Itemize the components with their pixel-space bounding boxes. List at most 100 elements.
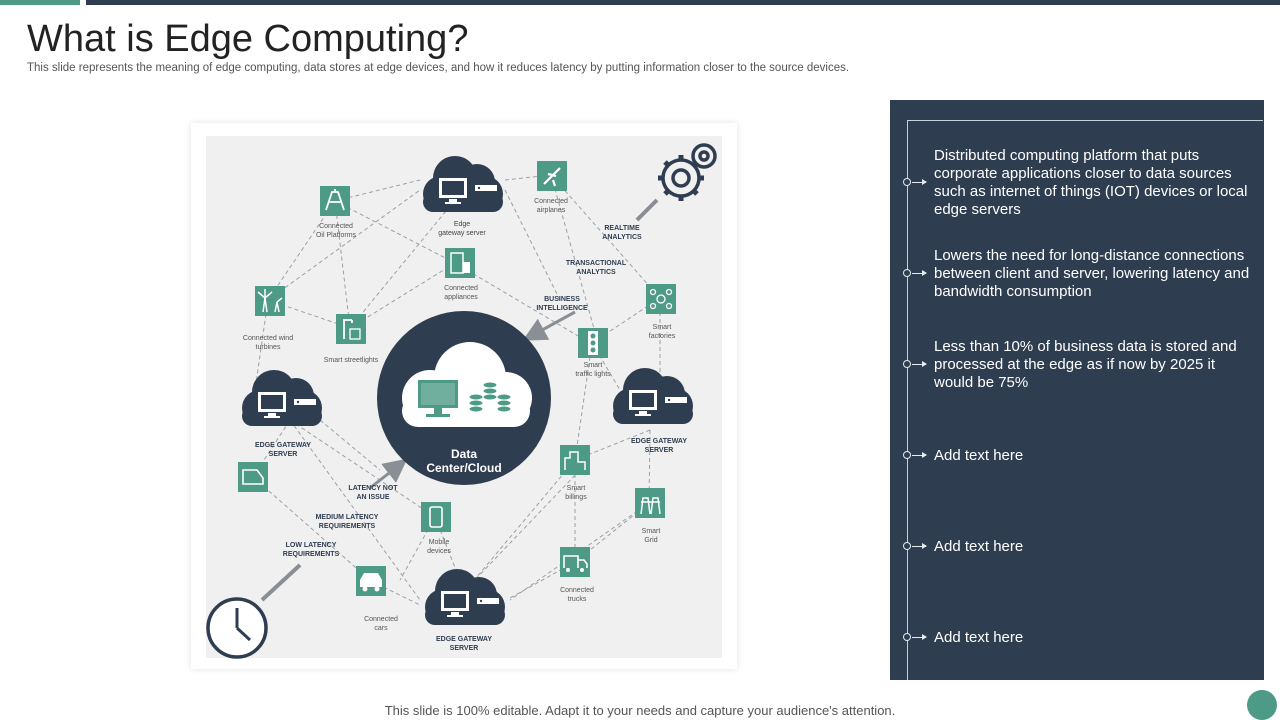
grid-label-2: Grid [644,537,657,544]
mobile-label-2: devices [427,548,451,555]
gear-icon [658,143,717,201]
airplane-icon [543,167,561,187]
mobile-icon [429,506,443,528]
wind-label-1: Connected wind [243,335,293,342]
data-center-label-1: Data [451,447,477,461]
monitor-icon [418,380,458,417]
streetlight-icon [343,319,353,339]
panel-item-6: Add text here [934,629,1024,646]
wind-turbine-tile [255,286,285,316]
arrow-right-icon [912,543,927,549]
building-icon [564,451,586,470]
clock-arrow-line [260,563,302,602]
server-left-label-1: EDGE GATEWAY [255,442,311,449]
train-icon [242,469,264,485]
factory-label-1: Smart [653,324,672,331]
traffic-label-2: traffic lights [575,371,611,378]
truck-label-1: Connected [560,587,594,594]
bi-tag-2: INTELLIGENCE [536,305,588,312]
edge-computing-diagram: Data Center/Cloud Edge gateway server ED… [206,136,722,659]
oil-label-2: Oil Platforms [316,232,357,239]
panel-item-2: Lowers the need for long-distance connec… [934,247,1250,300]
data-center-node: Data Center/Cloud [377,311,551,485]
train-tile [238,462,268,492]
car-tile [356,566,386,596]
info-panel [890,100,1264,680]
panel-item-5: Add text here [934,538,1024,555]
database-icon [468,381,512,413]
smart-grid-tile [635,488,665,518]
truck-icon [563,555,588,568]
medium-latency-tag-2: REQUIREMENTS [319,523,376,530]
power-plant-icon [640,497,661,515]
panel-bullet-2 [903,269,911,277]
arrow-right-icon [912,179,927,185]
oil-platform-tile [320,186,350,216]
transactional-tag-2: ANALYTICS [576,269,616,276]
top-accent-bar [0,0,80,5]
server-bottom-label-2: SERVER [450,645,479,652]
panel-timeline-line [907,120,908,680]
panel-top-line [907,120,1263,121]
panel-item-1: Distributed computing platform that puts… [934,147,1248,218]
realtime-tag-2: ANALYTICS [602,234,642,241]
server-right-label-1: EDGE GATEWAY [631,438,687,445]
car-label-1: Connected [364,616,398,623]
server-top-label-2: gateway server [438,230,486,237]
server-right-label-2: SERVER [645,447,674,454]
airplane-tile [537,161,567,191]
car-icon [360,573,382,587]
panel-bullet-1 [903,178,911,186]
billing-label-2: billings [565,494,587,501]
server-left-label-2: SERVER [269,451,298,458]
wind-label-2: turbines [256,344,281,351]
turbine-icon [257,289,283,313]
appliance-label-1: Connected [444,285,478,292]
gear-arrow-line [635,198,659,222]
data-center-label-2: Center/Cloud [426,461,501,475]
arrow-right-icon [912,361,927,367]
top-dark-bar [86,0,1280,5]
factory-icon [649,288,673,310]
traffic-light-tile [578,328,608,358]
server-top-label-1: Edge [454,221,470,228]
transactional-tag-1: TRANSACTIONAL [566,260,627,267]
appliance-label-2: appliances [444,294,478,301]
arrow-right-icon [912,634,927,640]
oil-rig-icon [325,189,345,211]
medium-latency-tag-1: MEDIUM LATENCY [316,514,379,521]
arrow-right-icon [912,270,927,276]
page-subtitle: This slide represents the meaning of edg… [27,62,850,74]
panel-bullet-3 [903,360,911,368]
latency-arrow [369,458,408,490]
page-title: What is Edge Computing? [27,18,469,60]
realtime-tag-1: REALTIME [604,225,640,232]
traffic-label-1: Smart [584,362,603,369]
airplane-label-1: Connected [534,198,568,205]
panel-item-4: Add text here [934,447,1024,464]
panel-bullet-6 [903,633,911,641]
arrow-right-icon [912,452,927,458]
grid-label-1: Smart [642,528,661,535]
mobile-tile [421,502,451,532]
truck-tile [560,547,590,577]
footer-note: This slide is 100% editable. Adapt it to… [384,703,896,718]
mobile-label-1: Mobile [429,539,450,546]
billing-tile [560,445,590,475]
streetlight-label: Smart streetlights [324,357,379,364]
billing-label-1: Smart [567,485,586,492]
airplane-label-2: airplanes [537,207,566,214]
factory-label-2: factories [649,333,676,340]
corner-decoration [1247,690,1277,720]
latency-not-tag-1: LATENCY NOT [348,485,398,492]
panel-item-3: Less than 10% of business data is stored… [934,338,1237,391]
panel-bullet-4 [903,451,911,459]
bi-tag-1: BUSINESS [544,296,580,303]
panel-bullet-5 [903,542,911,550]
clock-icon [206,597,268,659]
low-latency-tag-1: LOW LATENCY [286,542,337,549]
factory-tile [646,284,676,314]
bi-arrow [522,310,576,341]
streetlight-tile [336,314,366,344]
car-label-2: cars [374,625,388,632]
